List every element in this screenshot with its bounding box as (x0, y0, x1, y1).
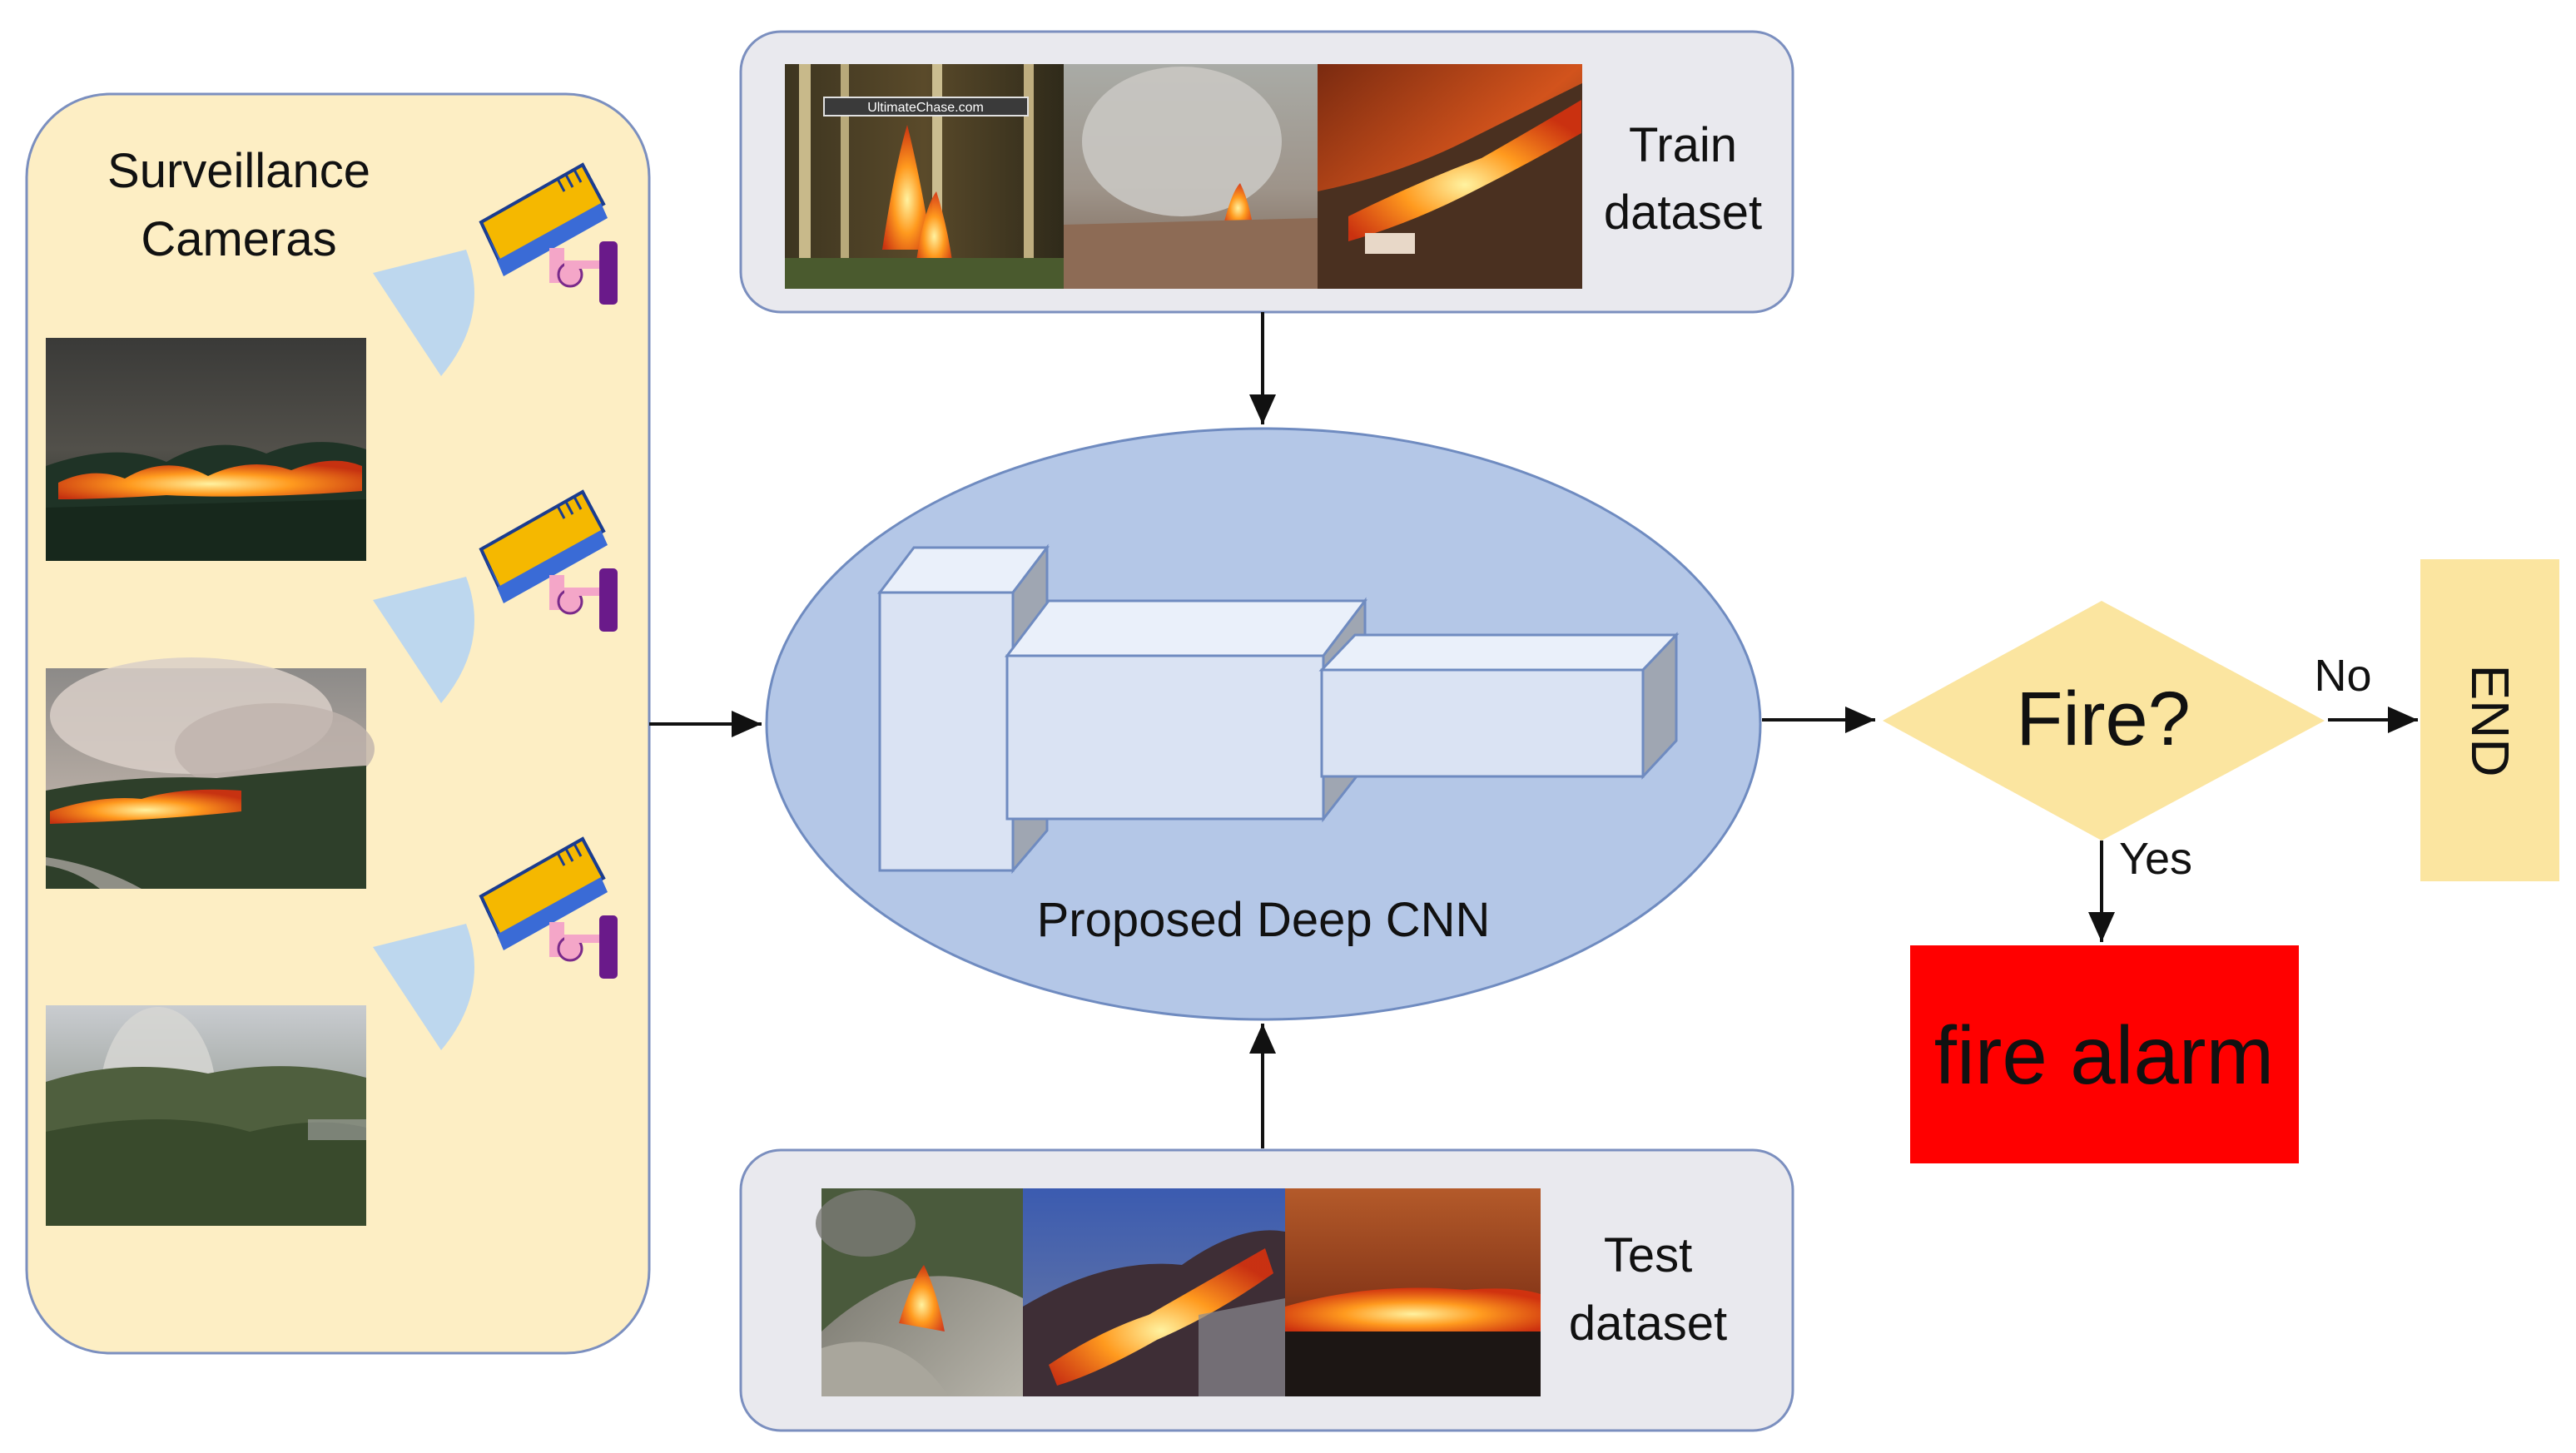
train-label-line1: Train (1629, 118, 1737, 172)
end-label: END (2460, 664, 2520, 776)
cnn-layer-block-2 (1004, 597, 1368, 823)
cnn-label: Proposed Deep CNN (1037, 893, 1491, 947)
test-label-line1: Test (1604, 1228, 1692, 1282)
train-label-line2: dataset (1604, 186, 1762, 240)
flow-arrows (649, 312, 2418, 1148)
surveillance-photo-2 (46, 657, 375, 889)
fire-decision: Fire? No Yes (1883, 601, 2372, 884)
surveillance-photo-1 (46, 338, 366, 561)
train-photo-2 (1064, 64, 1318, 289)
test-label-line2: dataset (1569, 1297, 1727, 1351)
train-dataset-panel: UltimateChase.com Train dataset (739, 30, 1794, 314)
end-terminal: END (2420, 559, 2559, 881)
decision-no-label: No (2314, 651, 2371, 701)
test-photo-2 (1023, 1188, 1285, 1396)
test-dataset-panel: Test dataset (739, 1148, 1794, 1432)
decision-label: Fire? (2016, 677, 2191, 761)
decision-yes-label: Yes (2119, 834, 2192, 884)
train-photo-1: UltimateChase.com (785, 64, 1064, 289)
test-photo-1 (816, 1188, 1023, 1396)
cnn-model: Proposed Deep CNN (765, 427, 1762, 1021)
train-photo-3 (1318, 64, 1582, 289)
cnn-layer-block-3 (1318, 632, 1680, 780)
surveillance-title-line1: Surveillance (107, 144, 370, 198)
surveillance-panel: Surveillance Cameras (25, 92, 651, 1355)
surveillance-title-line2: Cameras (141, 212, 336, 266)
alarm-label: fire alarm (1934, 1009, 2274, 1101)
fire-alarm-box: fire alarm (1910, 945, 2299, 1163)
surveillance-photo-3 (46, 1005, 366, 1226)
test-photo-3 (1285, 1188, 1541, 1396)
train-watermark: UltimateChase.com (867, 101, 984, 115)
security-camera-icon (373, 162, 618, 376)
